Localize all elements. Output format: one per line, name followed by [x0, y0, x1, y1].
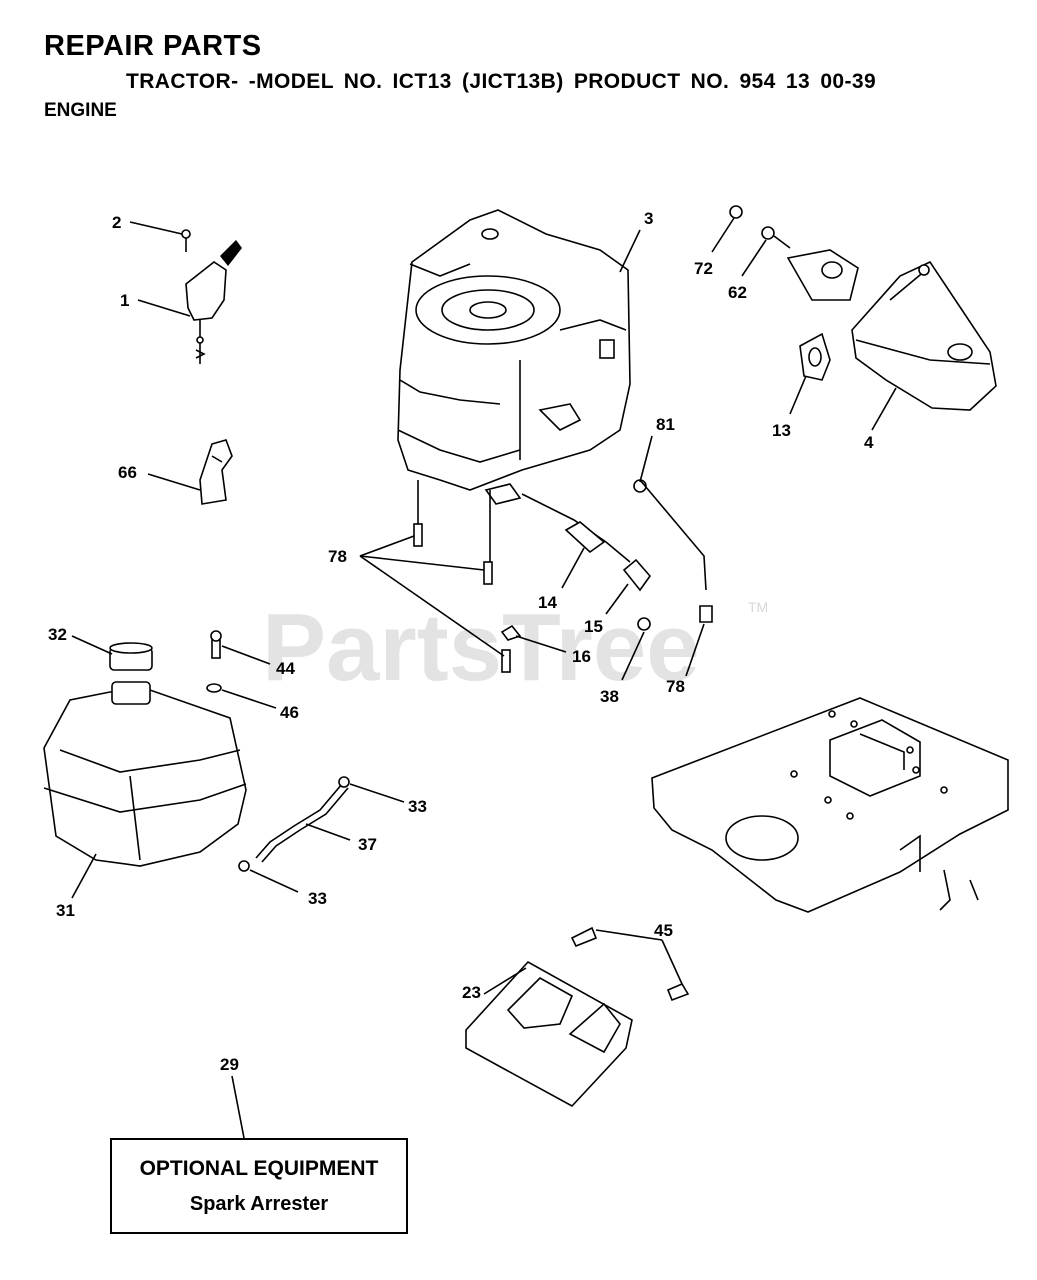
- callout-66: 66: [118, 463, 137, 482]
- callout-33-top: 33: [408, 797, 427, 816]
- callout-32: 32: [48, 625, 67, 644]
- fuel-cap-part-32[interactable]: [109, 642, 153, 671]
- callout-81: 81: [656, 415, 675, 434]
- washer-part-62[interactable]: [761, 226, 775, 240]
- callout-78-right: 78: [666, 677, 685, 696]
- bolt-part-72[interactable]: [729, 205, 743, 219]
- page-title: REPAIR PARTS: [44, 30, 262, 62]
- clamp-part-33-top[interactable]: [338, 776, 350, 788]
- fuel-hose-part-37[interactable]: [255, 783, 349, 863]
- callout-33-bottom: 33: [308, 889, 327, 908]
- muffler-part[interactable]: [786, 249, 997, 411]
- washer-part-46[interactable]: [206, 683, 222, 693]
- callout-4: 4: [864, 433, 874, 452]
- engine-part[interactable]: [397, 209, 631, 491]
- screw-part-2[interactable]: [181, 229, 191, 252]
- clamp-part-33-bottom[interactable]: [238, 860, 250, 872]
- callout-29: 29: [220, 1055, 239, 1074]
- callout-37: 37: [358, 835, 377, 854]
- callout-1: 1: [120, 291, 129, 310]
- section-title: ENGINE: [44, 100, 117, 121]
- screw-part-44[interactable]: [210, 630, 222, 659]
- callout-31: 31: [56, 901, 75, 920]
- callout-14: 14: [538, 593, 557, 612]
- callout-2: 2: [112, 213, 121, 232]
- watermark-trademark: TM: [748, 599, 768, 615]
- heat-shield-part-23[interactable]: [465, 960, 633, 1108]
- callout-44: 44: [276, 659, 295, 678]
- callout-15: 15: [584, 617, 603, 636]
- bolt-set-78[interactable]: [413, 480, 511, 673]
- callout-16: 16: [572, 647, 591, 666]
- gasket-part-13[interactable]: [799, 332, 831, 381]
- watermark-text: PartsTree: [262, 594, 700, 701]
- optional-equipment-item: Spark Arrester: [189, 1193, 329, 1215]
- callout-23: 23: [462, 983, 481, 1002]
- callout-38: 38: [600, 687, 619, 706]
- fuel-line-parts[interactable]: [484, 479, 713, 641]
- callout-72: 72: [694, 259, 713, 278]
- callout-13: 13: [772, 421, 791, 440]
- optional-equipment-title: OPTIONAL EQUIPMENT: [139, 1157, 379, 1180]
- callout-3: 3: [644, 209, 653, 228]
- callout-46: 46: [280, 703, 299, 722]
- screw-set-45[interactable]: [570, 926, 690, 1002]
- choke-part-66[interactable]: [199, 439, 233, 505]
- model-subtitle: TRACTOR- -MODEL NO. ICT13 (JICT13B) PROD…: [126, 70, 877, 93]
- leader-lines: [71, 217, 897, 1139]
- callout-45: 45: [654, 921, 673, 940]
- optional-equipment-box: OPTIONAL EQUIPMENT Spark Arrester: [110, 1138, 408, 1234]
- fuel-tank-part-31[interactable]: [43, 681, 247, 867]
- chassis-frame: [651, 697, 1009, 913]
- callout-62: 62: [728, 283, 747, 302]
- throttle-control-part[interactable]: [185, 240, 242, 364]
- callout-78-left: 78: [328, 547, 347, 566]
